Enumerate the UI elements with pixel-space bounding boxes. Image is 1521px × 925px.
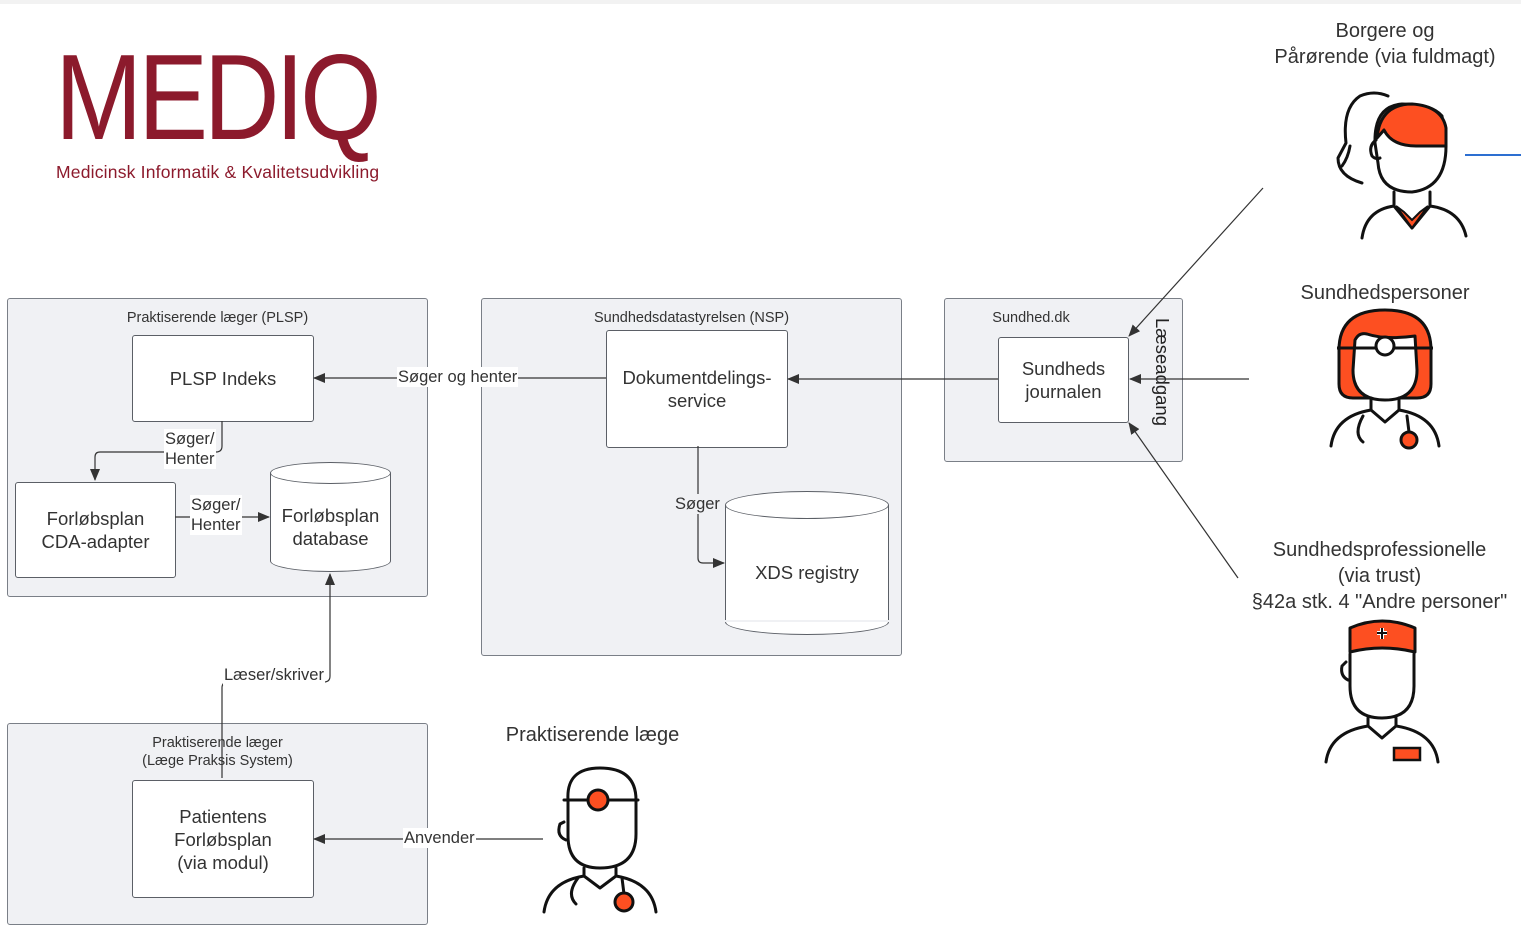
db-xds-label: XDS registry [755,562,859,583]
edge-prof-to-journal [1128,422,1239,579]
label-laeseadgang: Læseadgang [1152,318,1173,427]
node-sundhedsjournalen: Sundheds journalen [998,337,1129,423]
label-anvender: Anvender [403,828,476,848]
top-bar [0,0,1521,4]
label-soger-henter-2: Søger/ Henter [190,495,242,535]
citizen-relatives-icon [1336,91,1468,240]
group-nsp-title: Sundhedsdatastyrelsen (NSP) [593,310,790,326]
logo-wordmark: MEDIQ [55,29,382,165]
db-forlobsplan-label: Forløbsplan database [281,505,380,549]
actor-laege-title: Praktiserende læge [505,724,680,746]
group-lps-title: Praktiserende læger (Læge Praksis System… [142,735,293,769]
node-doc-service: Dokumentdelings- service [606,330,788,448]
edge-citizens-to-journal [1128,187,1264,337]
health-person-icon [1329,308,1441,450]
node-plsp-index: PLSP Indeks [132,335,314,422]
actor-sundhedspersoner-title: Sundhedspersoner [1300,282,1470,304]
label-laeser-skriver: Læser/skriver [223,665,325,685]
group-sundhed-dk-title: Sundhed.dk [992,310,1070,326]
label-soger-henter-1: Søger/ Henter [164,429,216,469]
node-cda-adapter: Forløbsplan CDA-adapter [15,482,176,578]
logo-tagline: Medicinsk Informatik & Kvalitetsudviklin… [56,162,380,182]
node-patient-forlobsplan: Patientens Forløbsplan (via modul) [132,780,314,898]
db-xds-registry: XDS registry [725,491,889,635]
mediq-logo: MEDIQ Medicinsk Informatik & Kvalitetsud… [55,36,415,196]
edge-index-to-adapter [90,421,223,481]
nurse-icon [1324,619,1440,764]
doctor-icon [542,766,658,914]
edge-doc-to-xds [697,446,725,568]
db-forlobsplan: Forløbsplan database [270,462,391,572]
label-soger: Søger [674,494,721,514]
group-plsp-title: Praktiserende læger (PLSP) [126,310,309,326]
actor-borgere-title: Borgere og Pårørende (via fuldmagt) [1274,20,1496,68]
actor-professionelle-title: Sundhedsprofessionelle (via trust) §42a … [1251,539,1508,613]
label-soger-henter-main: Søger og henter [397,367,519,387]
